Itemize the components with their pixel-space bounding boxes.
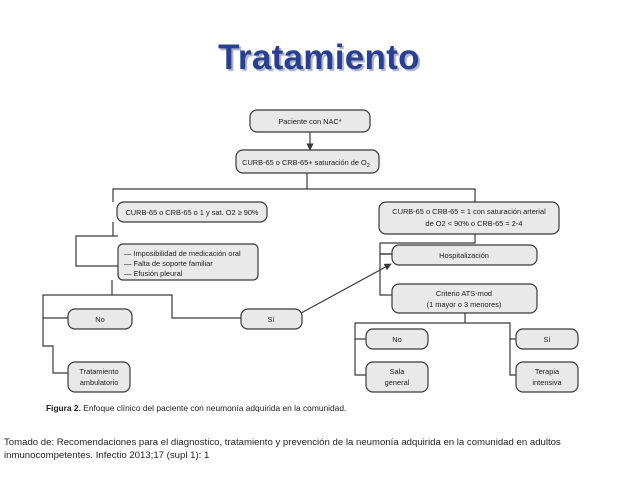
node-sala-general: Sala general (365, 361, 429, 393)
figure-caption: Figura 2. Enfoque clínico del paciente c… (46, 403, 346, 413)
node-curb-main-text: CURB-65 o CRB-65+ saturación de O2 (242, 158, 370, 169)
node-hospitalizacion-text: Hospitalización (439, 251, 489, 260)
node-si-right: Sí (515, 328, 579, 350)
node-no-left-text: No (95, 315, 104, 324)
node-no-right-text: No (392, 335, 401, 344)
edge-si-terapia (509, 339, 516, 376)
edge-hospital-ats (379, 253, 392, 296)
edge-si-hospitalizacion (291, 263, 392, 319)
node-ambulatorio: Tratamiento ambulatorio (67, 361, 131, 393)
node-ats-line2: (1 mayor o 3 menores) (427, 300, 502, 309)
node-no-left: No (67, 308, 133, 330)
node-paciente: Paciente con NAC* (249, 109, 371, 133)
node-curb-left: CURB-65 o CRB-65 o 1 y sat. O2 ≥ 90% (116, 201, 268, 223)
criteria-item-soporte: — Falta de soporte familiar (124, 259, 213, 268)
source-citation: Tomado de: Recomendaciones para el diagn… (4, 437, 561, 461)
node-si-left-text: Sí (268, 315, 276, 324)
node-ats-line1: Criterio ATS-mod (436, 289, 492, 298)
edge-curb-branch (112, 173, 476, 202)
edge-criteria-branch (42, 280, 241, 319)
edge-ats-branch (354, 313, 516, 340)
node-ambulatorio-line1: Tratamiento (79, 367, 118, 376)
edge-no-sala (354, 339, 366, 376)
node-sala-line1: Sala (390, 367, 406, 376)
node-curb-left-text: CURB-65 o CRB-65 o 1 y sat. O2 ≥ 90% (125, 208, 258, 217)
slide-title: Tratamiento (218, 38, 420, 77)
criteria-item-efusion: — Efusión pleural (124, 269, 183, 278)
node-terapia-line2: intensiva (532, 378, 562, 387)
node-si-left: Sí (240, 308, 303, 330)
criteria-item-oral: — Imposibilidad de medicación oral (124, 249, 241, 258)
edge-left-branch (75, 222, 118, 267)
node-curb-main: CURB-65 o CRB-65+ saturación de O2 (235, 149, 380, 174)
flow-edges (42, 132, 516, 376)
node-curb-right: CURB-65 o CRB-65 = 1 con saturación arte… (378, 201, 560, 235)
node-sala-line2: general (385, 378, 410, 387)
node-hospitalizacion: Hospitalización (391, 244, 538, 266)
flowchart-diagram: Paciente con NAC* CURB-65 o CRB-65+ satu… (42, 109, 579, 413)
node-curb-right-line1: CURB-65 o CRB-65 = 1 con saturación arte… (392, 207, 546, 216)
node-no-right: No (365, 328, 429, 350)
node-terapia-intensiva: Terapia intensiva (515, 361, 579, 393)
node-ambulatorio-line2: ambulatorio (80, 378, 119, 387)
node-curb-right-line2: de O2 < 90% o CRB-65 = 2-4 (426, 219, 523, 228)
node-si-right-text: Sí (544, 335, 552, 344)
node-terapia-line1: Terapia (535, 367, 560, 376)
node-ats: Criterio ATS-mod (1 mayor o 3 menores) (391, 283, 538, 314)
node-paciente-text: Paciente con NAC* (278, 117, 341, 126)
node-criteria: — Imposibilidad de medicación oral — Fal… (117, 243, 259, 281)
edge-no-ambulatorio (42, 318, 68, 374)
